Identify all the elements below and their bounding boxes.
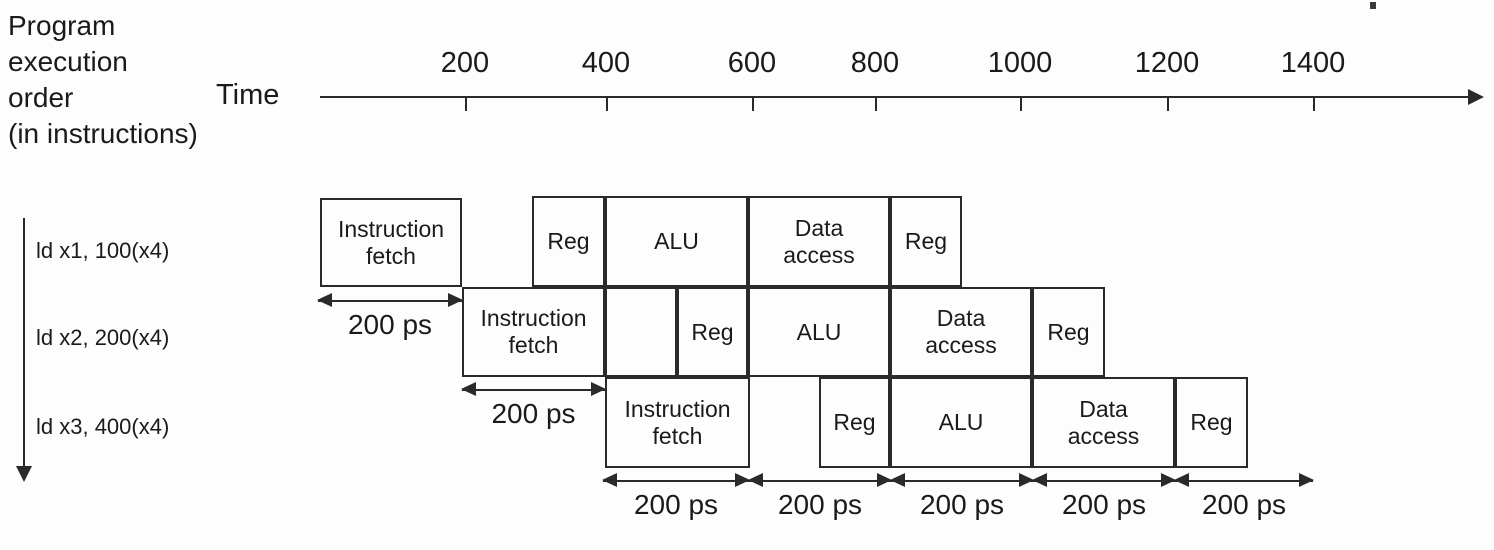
measure-caption: 200 ps xyxy=(1201,489,1287,520)
stage-reg-read-row-3: Reg xyxy=(819,377,890,468)
measure-caption: 200 ps xyxy=(919,489,1005,520)
measure-line xyxy=(749,480,891,482)
time-axis-arrowhead-icon xyxy=(1468,89,1484,105)
stage-label: Reg xyxy=(904,228,948,254)
stage-label: ALU xyxy=(938,409,984,435)
measure-line xyxy=(462,389,605,391)
time-tick-1200 xyxy=(1167,98,1169,111)
stage-label: Reg xyxy=(1047,318,1090,345)
stage-label: ALU xyxy=(654,228,699,254)
scan-artifact xyxy=(1370,2,1376,9)
instruction-label-1: ld x1, 100(x4) xyxy=(36,238,170,263)
time-tick-label-1200: 1200 xyxy=(1134,47,1200,79)
time-tick-800 xyxy=(875,98,877,111)
stage-data-access-row-3: Data access xyxy=(1032,377,1175,468)
measure-caption: 200 ps xyxy=(347,309,433,340)
stage-data-access-row-2: Data access xyxy=(890,287,1032,377)
measure-line xyxy=(1175,480,1313,482)
measure-line xyxy=(1033,480,1175,482)
stage-label: Instruction fetch xyxy=(337,215,445,269)
program-order-axis-line xyxy=(23,218,25,468)
instruction-label-2: ld x2, 200(x4) xyxy=(36,325,170,350)
arrow-right-icon xyxy=(591,382,606,396)
stage-data-access-row-1: Data access xyxy=(748,196,890,287)
instruction-label-3: ld x3, 400(x4) xyxy=(36,414,170,439)
stage-label: Reg xyxy=(833,409,876,435)
stage-alu-row-1: ALU xyxy=(605,196,748,287)
stage-reg-read-row-2: Reg xyxy=(677,287,748,377)
measure-caption: 200 ps xyxy=(633,489,719,520)
time-axis-line xyxy=(320,96,1482,98)
time-tick-1000 xyxy=(1020,98,1022,111)
time-tick-label-800: 800 xyxy=(850,47,900,79)
stage-reg-write-row-1: Reg xyxy=(890,196,962,287)
stage-label: Reg xyxy=(547,228,590,254)
arrow-right-icon xyxy=(1161,473,1176,487)
stage-alu-row-2: ALU xyxy=(748,287,890,377)
arrow-right-icon xyxy=(1019,473,1034,487)
time-tick-200 xyxy=(465,98,467,111)
stage-instruction-fetch-row-2: Instruction fetch xyxy=(462,287,605,377)
stage-label: Data access xyxy=(783,214,855,268)
measure-line xyxy=(318,300,462,302)
arrow-left-icon xyxy=(461,382,476,396)
stage-label: Reg xyxy=(691,318,734,345)
time-tick-label-1400: 1400 xyxy=(1280,47,1346,79)
program-execution-order-title: Program execution order (in instructions… xyxy=(8,10,198,149)
measure-caption: 200 ps xyxy=(1061,489,1147,520)
stage-instruction-fetch-row-3: Instruction fetch xyxy=(605,377,750,468)
measure-caption: 200 ps xyxy=(777,489,863,520)
measure-line xyxy=(603,480,749,482)
time-tick-400 xyxy=(606,98,608,111)
time-tick-label-200: 200 xyxy=(440,47,490,79)
stage-alu-row-3: ALU xyxy=(890,377,1032,468)
time-tick-label-400: 400 xyxy=(581,47,631,79)
arrow-left-icon xyxy=(890,473,905,487)
stage-reg-read-row-1: Reg xyxy=(532,196,605,287)
time-axis-label: Time xyxy=(216,79,280,111)
program-order-arrowhead-icon xyxy=(16,466,32,482)
time-tick-label-600: 600 xyxy=(727,47,777,79)
stage-reg-write-row-3: Reg xyxy=(1175,377,1248,468)
arrow-right-icon xyxy=(735,473,750,487)
arrow-right-icon xyxy=(1299,473,1314,487)
stage-bubble-row-2 xyxy=(605,287,677,377)
arrow-left-icon xyxy=(1174,473,1189,487)
time-tick-label-1000: 1000 xyxy=(987,47,1053,79)
stage-label: Instruction fetch xyxy=(624,395,731,449)
arrow-right-icon xyxy=(877,473,892,487)
time-tick-600 xyxy=(752,98,754,111)
stage-reg-write-row-2: Reg xyxy=(1032,287,1105,377)
stage-label: Instruction fetch xyxy=(480,305,587,358)
measure-caption: 200 ps xyxy=(491,398,576,429)
measure-line xyxy=(891,480,1033,482)
arrow-left-icon xyxy=(317,293,332,307)
stage-label: Data access xyxy=(1067,395,1140,449)
stage-label: Data access xyxy=(925,305,997,358)
stage-instruction-fetch-row-1: Instruction fetch xyxy=(320,198,462,287)
arrow-left-icon xyxy=(1032,473,1047,487)
stage-label: Reg xyxy=(1190,409,1233,435)
time-tick-1400 xyxy=(1313,98,1315,111)
arrow-left-icon xyxy=(748,473,763,487)
arrow-left-icon xyxy=(602,473,617,487)
arrow-right-icon xyxy=(448,293,463,307)
stage-label: ALU xyxy=(796,318,842,345)
